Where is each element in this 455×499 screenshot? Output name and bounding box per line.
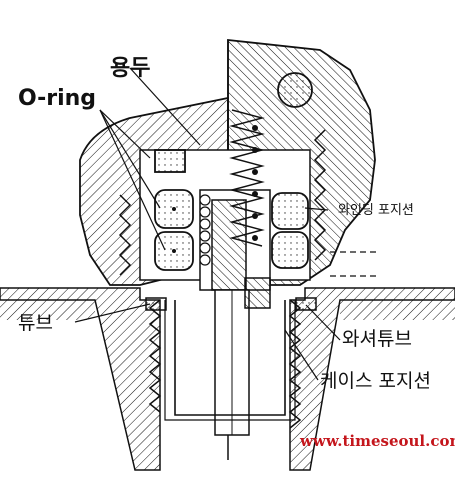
leader-lines	[74, 67, 341, 381]
spring-balls-right	[252, 125, 258, 241]
label-case-position: 케이스 포지션	[320, 370, 431, 392]
crown-thread-left	[118, 194, 132, 276]
case-thread-left	[148, 299, 162, 413]
label-oring: O-ring	[18, 86, 97, 111]
washer-tube-right	[295, 297, 317, 311]
case-tube	[174, 300, 286, 416]
spring-cap	[277, 72, 313, 108]
washer-tube-left	[145, 297, 167, 311]
bearing-balls	[199, 194, 211, 266]
gasket-ring	[154, 149, 186, 173]
label-washer-tube: 와셔튜브	[342, 328, 412, 350]
stem-rod	[211, 199, 247, 291]
oring-right-bottom	[271, 231, 309, 269]
watermark: www.timeseoul.com	[300, 432, 455, 450]
case-thread-right	[288, 299, 302, 429]
oring-right-top	[271, 192, 309, 230]
stem-nut	[244, 277, 271, 309]
spring	[229, 109, 265, 247]
label-tube: 튜브	[18, 312, 53, 334]
label-winding-position: 와인딩 포지션	[338, 203, 414, 218]
crown-thread-right	[313, 129, 327, 261]
label-yongdu: 용두	[110, 56, 151, 81]
